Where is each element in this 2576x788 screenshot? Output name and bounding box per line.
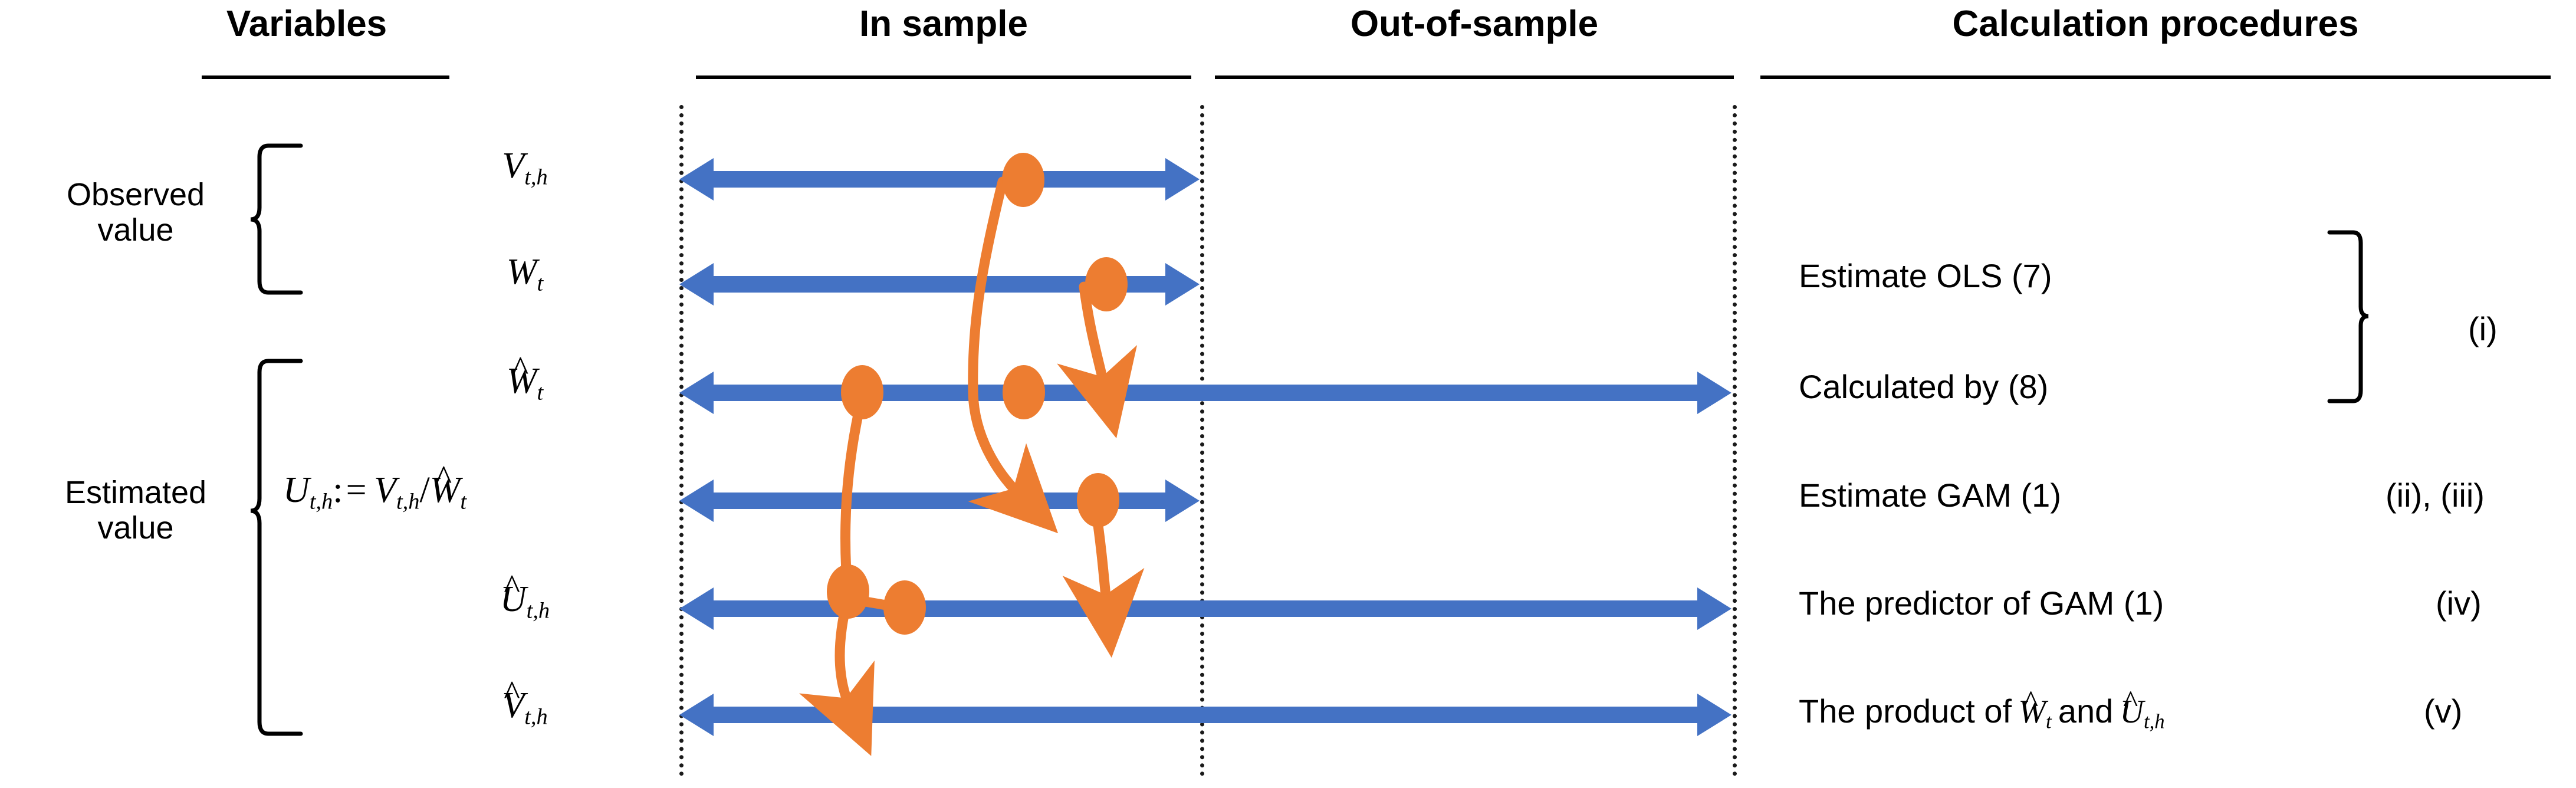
flow-node-Uhat-row <box>883 580 926 635</box>
brace-estimated <box>250 359 303 736</box>
flow-nodes <box>827 153 1128 635</box>
group-label-observed-line2: value <box>97 212 174 248</box>
group-label-observed: Observed value <box>12 177 259 248</box>
procedure-estimate-gam: Estimate GAM (1) <box>1799 477 2061 514</box>
flow-curves <box>799 176 1145 756</box>
timeline-arrow-W-hat-t <box>679 372 1731 414</box>
flow-node-U-right <box>1077 473 1119 527</box>
header-rule-in-sample <box>696 75 1191 79</box>
separator-out-of-sample-right <box>1733 105 1737 776</box>
flow-node-What-left <box>841 365 883 419</box>
flow-node-V-t-h <box>1002 153 1044 207</box>
flow-Uhat-junction-to-Uhat-row <box>843 592 902 613</box>
header-rule-variables <box>202 75 449 79</box>
variable-V-t-h: Vt,h <box>502 146 548 190</box>
group-label-estimated: Estimated value <box>12 475 259 546</box>
header-rule-out-of-sample <box>1215 75 1734 79</box>
separator-in-sample-left <box>679 105 684 776</box>
procedure-calculated-by: Calculated by (8) <box>1799 368 2049 405</box>
timeline-arrow-V-t-h <box>679 158 1200 201</box>
procedure-tag-v: (v) <box>2424 692 2463 730</box>
procedure-tag-ii-iii: (ii), (iii) <box>2386 477 2485 514</box>
flow-node-W-t <box>1085 257 1128 311</box>
timeline-arrow-U-hat-t-h <box>679 587 1731 630</box>
variable-U-hat-t-h: U^t,h <box>500 568 550 623</box>
group-label-observed-line1: Observed <box>66 177 205 212</box>
flow-What-to-Uhat <box>840 391 868 602</box>
header-in-sample: In sample <box>859 4 1028 44</box>
timeline-arrow-V-hat-t-h <box>679 694 1731 736</box>
variable-V-hat-t-h: V^t,h <box>502 674 548 730</box>
group-label-estimated-line1: Estimated <box>64 475 207 510</box>
variable-W-t: Wt <box>506 252 544 296</box>
header-calculation-procedures: Calculation procedures <box>1952 4 2359 44</box>
flow-U-to-Uhat <box>1062 503 1145 658</box>
flow-Uhat-junction-to-Vhat <box>799 592 875 756</box>
timeline-arrow-U-t-h <box>679 480 1200 522</box>
header-rule-calculation-procedures <box>1760 75 2551 79</box>
variable-W-hat-t: W^t <box>506 350 544 405</box>
bracket-tag-i: (i) <box>2468 310 2498 347</box>
group-label-estimated-line2: value <box>97 510 174 546</box>
header-variables: Variables <box>226 4 387 44</box>
procedure-estimate-ols: Estimate OLS (7) <box>1799 257 2052 294</box>
brace-procedure-group-i <box>2327 230 2369 403</box>
procedure-tag-iv: (iv) <box>2436 585 2482 622</box>
separator-in-sample-right <box>1200 105 1204 776</box>
flow-Vhat-node-to-U-arrow <box>968 388 1059 534</box>
variable-U-definition: Ut,h: = Vt,h/W^t <box>283 459 467 514</box>
flow-node-Uhat-junction <box>827 564 869 619</box>
procedure-product-of-what-uhat: The product of W^t and U^t,h <box>1799 684 2165 733</box>
timeline-arrow-W-t <box>679 263 1200 306</box>
procedure-predictor-of-gam: The predictor of GAM (1) <box>1799 585 2164 622</box>
flow-V-to-U <box>968 176 1008 398</box>
flow-node-What-mid <box>1003 365 1045 419</box>
flow-W-to-What <box>1057 281 1138 439</box>
header-out-of-sample: Out-of-sample <box>1350 4 1599 44</box>
